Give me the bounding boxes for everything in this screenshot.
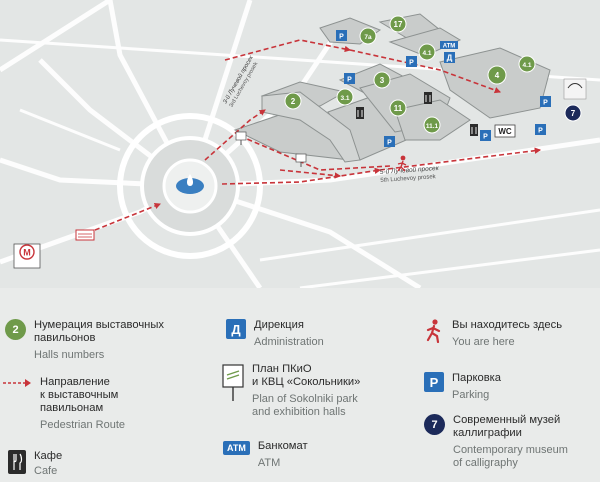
legend-museum-ru: Современный музей каллиграфии xyxy=(453,414,561,439)
pavilion-marker[interactable]: 4 xyxy=(487,65,507,85)
legend-halls: 2 Нумерация выставочных павильонов Halls… xyxy=(5,319,164,362)
svg-text:P: P xyxy=(387,140,392,147)
svg-text:P: P xyxy=(347,77,352,84)
svg-text:11: 11 xyxy=(394,104,403,113)
svg-text:4: 4 xyxy=(495,71,500,80)
svg-text:7: 7 xyxy=(571,109,576,118)
svg-text:P: P xyxy=(483,134,488,141)
museum-logo-icon xyxy=(563,78,587,100)
legend-plan-en: Plan of Sokolniki park and exhibition ha… xyxy=(252,393,358,418)
legend-cafe-ru: Кафе xyxy=(34,450,63,462)
cafe-icon xyxy=(8,450,26,474)
svg-text:P: P xyxy=(543,100,548,107)
cafe-icon[interactable] xyxy=(356,107,364,119)
pavilion-marker[interactable]: 17 xyxy=(389,15,407,33)
legend-here-en: You are here xyxy=(452,336,515,348)
svg-text:3.1: 3.1 xyxy=(340,95,349,102)
svg-text:3: 3 xyxy=(380,76,385,85)
legend-route-en: Pedestrian Route xyxy=(40,419,125,431)
legend-here-ru: Вы находитесь здесь xyxy=(452,319,563,331)
plan-sign-icon xyxy=(295,153,307,167)
plan-sign-icon xyxy=(235,131,247,145)
legend-halls-en: Halls numbers xyxy=(34,349,105,361)
svg-text:P: P xyxy=(339,34,344,41)
legend-atm-en: ATM xyxy=(257,457,281,469)
pavilion-marker[interactable]: 4.1 xyxy=(518,55,536,73)
pavilion-marker[interactable]: 11 xyxy=(389,99,407,117)
svg-text:4.1: 4.1 xyxy=(422,50,431,57)
svg-text:Д: Д xyxy=(447,54,453,63)
pavilion-markers: 2 3 3.1 4 4.1 4.1 7a 11 11.1 17 xyxy=(284,15,536,134)
svg-text:7a: 7a xyxy=(364,34,372,41)
legend-parking: P Парковка Parking xyxy=(424,372,501,402)
pavilion-marker[interactable]: 2 xyxy=(284,92,302,110)
you-are-here-icon xyxy=(397,155,407,172)
legend-admin: Д Дирекция Administration xyxy=(226,319,324,349)
plan-sign-icon xyxy=(222,364,244,401)
pavilion-marker[interactable]: 4.1 xyxy=(418,43,436,61)
map-legend: 2 Нумерация выставочных павильонов Halls… xyxy=(0,288,600,482)
parking-icon[interactable]: P xyxy=(480,130,491,141)
parking-icon[interactable]: P xyxy=(540,96,551,107)
parking-markers: P P P P P P P xyxy=(336,30,551,147)
svg-text:4.1: 4.1 xyxy=(522,62,531,69)
legend-cafe: Кафе Cafe xyxy=(8,450,62,478)
route-arrow-icon xyxy=(3,379,31,387)
museum-marker[interactable]: 7 xyxy=(564,104,582,122)
legend-parking-en: Parking xyxy=(452,389,490,401)
hall-number-icon: 2 xyxy=(5,319,26,340)
entrance-gate-icon xyxy=(75,229,95,241)
legend-here: Вы находитесь здесь You are here xyxy=(424,319,562,349)
pavilion-2-building xyxy=(261,91,361,163)
legend-admin-en: Administration xyxy=(254,336,324,348)
street-5-en: 5th Luchevoy prosek xyxy=(380,174,437,184)
legend-parking-ru: Парковка xyxy=(452,372,502,384)
svg-text:11.1: 11.1 xyxy=(426,123,439,130)
pavilion-marker[interactable]: 11.1 xyxy=(423,116,441,134)
metro-marker[interactable]: M xyxy=(13,243,41,269)
legend-museum-en: Contemporary museum of calligraphy xyxy=(453,444,568,469)
svg-text:17: 17 xyxy=(394,20,403,29)
parking-icon: P xyxy=(424,372,444,392)
legend-route: Направление к выставочным павильонам Ped… xyxy=(2,376,125,432)
svg-text:P: P xyxy=(409,60,414,67)
parking-icon[interactable]: P xyxy=(406,56,417,67)
parking-icon[interactable]: P xyxy=(535,124,546,135)
pedestrian-route xyxy=(79,39,542,237)
atm-icon: ATM xyxy=(223,441,250,455)
parking-icon[interactable]: P xyxy=(336,30,347,41)
parking-icon[interactable]: P xyxy=(384,136,395,147)
legend-cafe-en: Cafe xyxy=(34,465,58,477)
administration-icon: Д xyxy=(226,319,246,339)
park-map: 3-й Лучевой просек 3rd Luchevoy prosek 5… xyxy=(0,0,600,288)
parking-icon[interactable]: P xyxy=(344,73,355,84)
walking-person-icon xyxy=(426,319,441,343)
atm-marker[interactable]: ATM xyxy=(440,41,458,50)
pavilion-marker[interactable]: 3.1 xyxy=(336,88,354,106)
svg-text:M: M xyxy=(23,248,31,258)
svg-text:P: P xyxy=(538,128,543,135)
legend-halls-ru: Нумерация выставочных павильонов xyxy=(34,319,164,344)
pavilion-marker[interactable]: 7a xyxy=(359,27,377,45)
museum-icon: 7 xyxy=(424,414,445,435)
fountain-square xyxy=(117,113,263,259)
directorate-marker[interactable]: Д xyxy=(444,52,455,63)
svg-text:ATM: ATM xyxy=(443,44,456,50)
legend-plan-ru: План ПКиО и КВЦ «Сокольники» xyxy=(252,363,361,388)
pavilion-marker[interactable]: 3 xyxy=(373,71,391,89)
svg-text:2: 2 xyxy=(291,97,296,106)
legend-admin-ru: Дирекция xyxy=(254,319,304,331)
legend-route-ru: Направление к выставочным павильонам xyxy=(40,376,119,414)
legend-atm-ru: Банкомат xyxy=(257,440,308,452)
legend-plan: План ПКиО и КВЦ «Сокольники» Plan of Sok… xyxy=(222,363,360,419)
wc-marker[interactable]: WC xyxy=(494,124,516,138)
legend-atm: ATM Банкомат ATM xyxy=(223,440,308,470)
legend-museum: 7 Современный музей каллиграфии Contempo… xyxy=(424,414,568,470)
cafe-icon[interactable] xyxy=(470,124,478,136)
cafe-icon[interactable] xyxy=(424,92,432,104)
svg-text:WC: WC xyxy=(498,127,512,136)
